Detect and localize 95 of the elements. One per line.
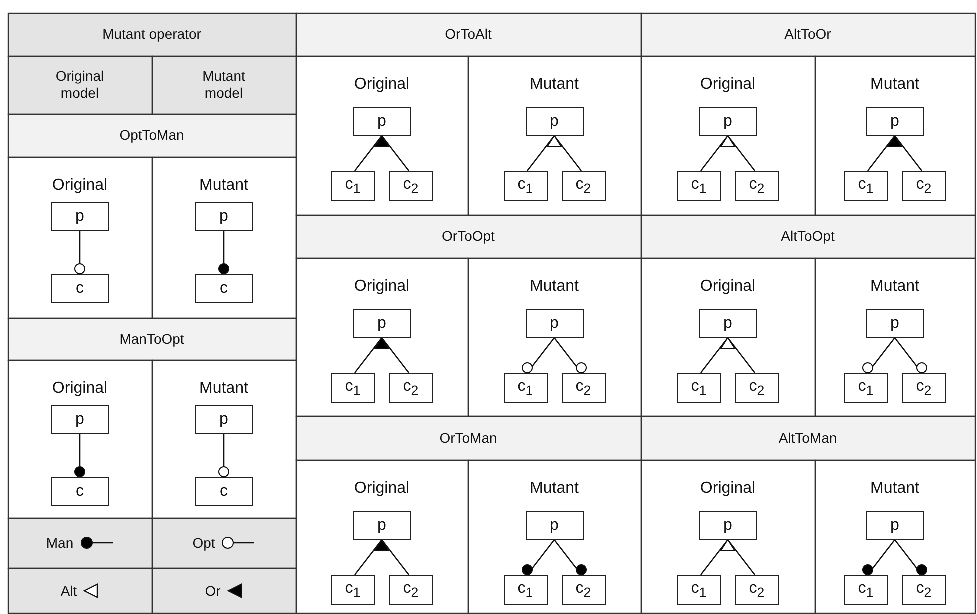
connector-line [374, 136, 410, 172]
connector-line [74, 231, 86, 274]
feature-box: c$_{2}$ [735, 171, 779, 201]
diagram-heading: Mutant [529, 277, 580, 297]
feature-box: p [699, 107, 757, 136]
connector-line [720, 136, 756, 172]
connector-line [74, 434, 86, 478]
table-header: OptToMan [8, 114, 296, 157]
table-header: AltToOr [641, 13, 975, 56]
feature-box: c$_{1}$ [331, 373, 375, 403]
feature-box: p [353, 309, 411, 338]
feature-box: c$_{1}$ [504, 373, 548, 403]
connector-line [522, 338, 556, 374]
feature-box: c$_{1}$ [677, 373, 721, 403]
diagram-heading: Original [51, 379, 109, 399]
feature-box: c$_{2}$ [562, 171, 606, 201]
diagram-heading: Mutant [870, 75, 920, 95]
feature-box: p [699, 309, 757, 338]
table-header: AltToMan [641, 416, 975, 460]
feature-box: c$_{1}$ [844, 373, 888, 403]
feature-box: c$_{2}$ [389, 171, 433, 201]
feature-box: c$_{2}$ [562, 575, 606, 605]
legend-label: Man [46, 535, 74, 551]
feature-box: c$_{2}$ [389, 575, 433, 605]
feature-box: c [195, 274, 253, 303]
connector-line [894, 540, 928, 576]
feature-box: c$_{2}$ [902, 575, 946, 605]
feature-box: p [526, 309, 584, 338]
table-header: OrToAlt [296, 13, 641, 56]
feature-box: c$_{2}$ [735, 373, 779, 403]
table-header: Mutant model [152, 56, 296, 114]
connector-line [554, 540, 587, 576]
feature-box: c$_{2}$ [902, 171, 946, 201]
feature-box: c$_{1}$ [844, 171, 888, 201]
feature-box: c [51, 274, 109, 303]
connector-line [888, 136, 923, 172]
feature-box: c$_{2}$ [562, 373, 606, 403]
feature-box: p [195, 202, 253, 231]
feature-box: c$_{1}$ [331, 575, 375, 605]
feature-box: p [699, 511, 757, 540]
diagram-heading: Original [699, 75, 757, 95]
diagram-heading: Original [353, 479, 411, 499]
feature-box: c$_{1}$ [677, 575, 721, 605]
table-header: AltToOpt [641, 215, 975, 258]
connector-line [218, 434, 230, 478]
feature-box: p [866, 309, 924, 338]
diagram-heading: Mutant [198, 176, 250, 196]
diagram-heading: Original [353, 75, 411, 95]
connector-line [720, 540, 756, 576]
diagram-heading: Original [51, 176, 109, 196]
feature-box: p [353, 107, 411, 136]
feature-box: c$_{2}$ [389, 373, 433, 403]
legend-label: Or [205, 582, 221, 598]
connector-line [522, 540, 556, 576]
feature-box: c$_{1}$ [331, 171, 375, 201]
table-header: Original model [8, 56, 152, 114]
diagram-heading: Mutant [198, 379, 250, 399]
feature-box: p [195, 405, 253, 434]
connector-line [374, 540, 410, 576]
feature-box: p [526, 107, 584, 136]
diagram-heading: Original [699, 277, 757, 297]
connector-line [554, 338, 587, 374]
table-header: OrToOpt [296, 215, 641, 258]
table-header: Mutant operator [8, 13, 296, 56]
feature-box: c$_{1}$ [504, 575, 548, 605]
feature-box: c [195, 477, 253, 506]
table-header: OrToMan [296, 416, 641, 460]
table-header: ManToOpt [8, 318, 296, 360]
legend-label: Alt [60, 582, 78, 598]
feature-box: p [51, 405, 109, 434]
feature-box: c$_{1}$ [504, 171, 548, 201]
diagram-heading: Original [699, 479, 757, 499]
connector-line [862, 338, 896, 374]
feature-box: p [526, 511, 584, 540]
legend-label: Opt [192, 535, 216, 551]
diagram-heading: Mutant [870, 479, 920, 499]
diagram-heading: Original [353, 277, 411, 297]
connector-line [218, 231, 230, 274]
feature-box: p [51, 202, 109, 231]
connector-line [374, 338, 410, 374]
connector-line [862, 540, 896, 576]
feature-box: p [866, 107, 924, 136]
feature-box: c$_{1}$ [844, 575, 888, 605]
feature-box: c [51, 477, 109, 506]
feature-box: c$_{2}$ [902, 373, 946, 403]
connector-line [547, 136, 582, 172]
feature-box: c$_{2}$ [735, 575, 779, 605]
feature-box: p [353, 511, 411, 540]
diagram-heading: Mutant [529, 75, 580, 95]
diagram-heading: Mutant [870, 277, 920, 297]
diagram-heading: Mutant [529, 479, 580, 499]
connector-line [894, 338, 928, 374]
connector-line [720, 338, 756, 374]
feature-box: c$_{1}$ [677, 171, 721, 201]
feature-box: p [866, 511, 924, 540]
